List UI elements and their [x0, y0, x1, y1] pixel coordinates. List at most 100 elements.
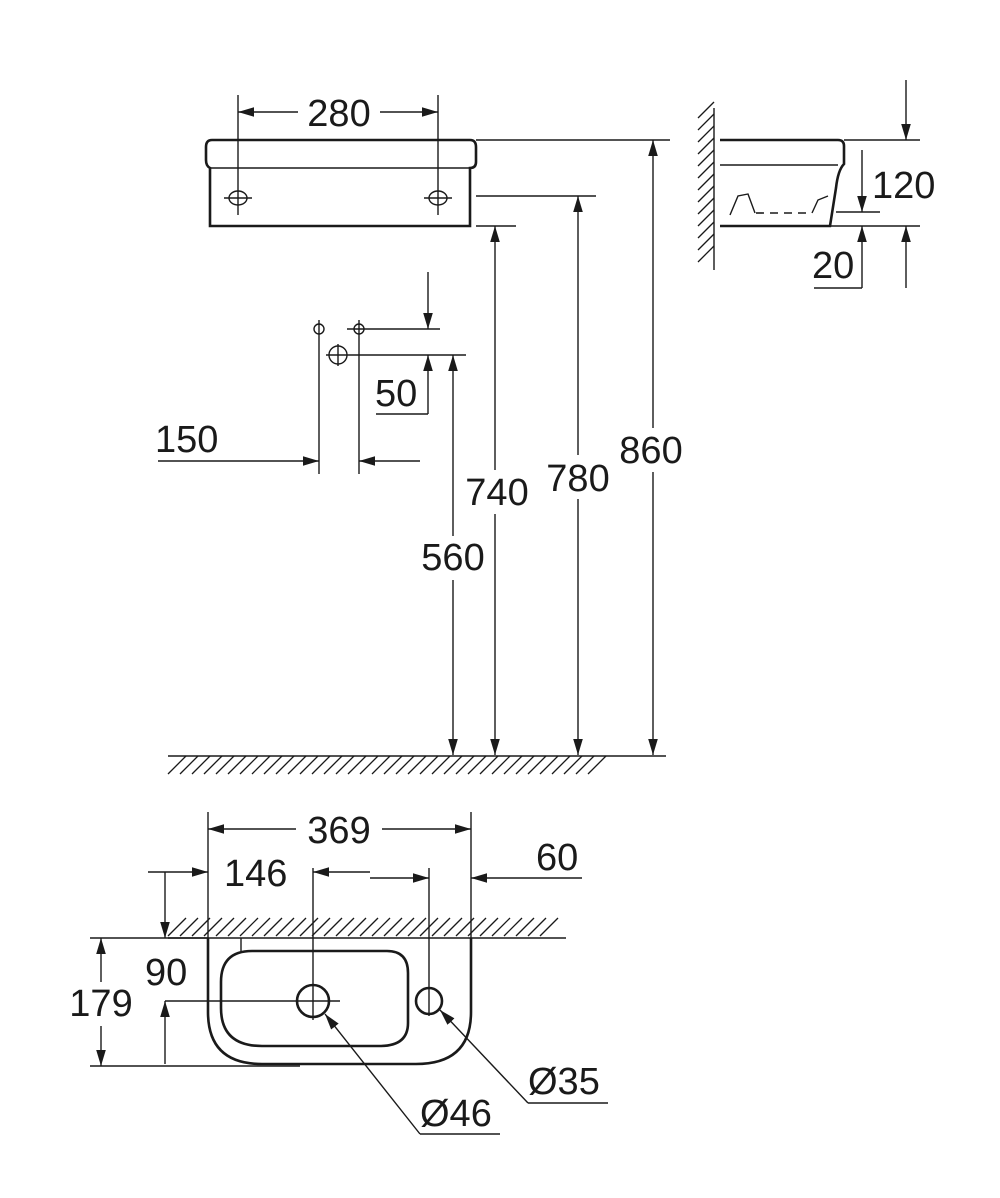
basin-plan-bowl: [219, 949, 410, 1048]
wall-hatch-stroke: [697, 125, 715, 143]
floor-hatch-stroke: [395, 755, 415, 775]
floor-hatch-stroke: [527, 755, 547, 775]
dim-35-label: Ø35: [528, 1061, 600, 1103]
plan-hatch-stroke: [215, 917, 235, 937]
plan-hatch-stroke: [179, 917, 199, 937]
dim-146-label: 146: [224, 853, 287, 895]
plan-hatch-stroke: [347, 917, 367, 937]
floor-hatch-stroke: [419, 755, 439, 775]
side-inner-right: [811, 195, 829, 214]
side-view: 120 20: [697, 80, 935, 289]
floor-hatch-stroke: [215, 755, 235, 775]
floor-hatch-stroke: [563, 755, 583, 775]
plan-hatch-stroke: [479, 917, 499, 937]
dim-560-label: 560: [421, 537, 484, 579]
dim-90-label: 90: [145, 952, 187, 994]
wall-hatch-stroke: [697, 233, 715, 251]
wall-hatch-stroke: [697, 113, 715, 131]
dim-560-bg: [416, 536, 490, 580]
plan-hatch-stroke: [203, 917, 223, 937]
side-inner-left: [729, 193, 756, 216]
tap-hole-large: [326, 344, 466, 366]
floor-hatch-stroke: [347, 755, 367, 775]
dim-179-bg: [66, 982, 138, 1026]
tap-hole-detail: 150 50: [155, 272, 466, 474]
floor-hatch-stroke: [551, 755, 571, 775]
wall-hatch-stroke: [697, 149, 715, 167]
wall-hatching: [697, 101, 715, 263]
floor-hatch-stroke: [323, 755, 343, 775]
wall-hatch-stroke: [697, 101, 715, 119]
dim-20-label: 20: [812, 245, 854, 287]
plan-wall-hatching: [167, 917, 559, 937]
floor-hatch-stroke: [443, 755, 463, 775]
floor-hatch-stroke: [587, 755, 607, 775]
plan-hatch-stroke: [491, 917, 511, 937]
plan-hatch-stroke: [407, 917, 427, 937]
floor-hatch-stroke: [191, 755, 211, 775]
plan-hatch-stroke: [383, 917, 403, 937]
plan-hatch-stroke: [515, 917, 535, 937]
floor-hatch-stroke: [371, 755, 391, 775]
tap-hole-small-left: [313, 320, 325, 338]
dim-280-label: 280: [307, 93, 370, 135]
dim-60-label: 60: [536, 837, 578, 879]
wall-hatch-stroke: [697, 209, 715, 227]
plan-hatch-stroke: [191, 917, 211, 937]
plan-hatch-stroke: [239, 917, 259, 937]
basin-front-outline: [204, 138, 478, 228]
floor-hatch-stroke: [491, 755, 511, 775]
plan-hatch-stroke: [227, 917, 247, 937]
wall-hatch-stroke: [697, 245, 715, 263]
plan-hatch-stroke: [431, 917, 451, 937]
plan-hatch-stroke: [263, 917, 283, 937]
front-view: 280: [204, 93, 478, 228]
floor-hatch-stroke: [227, 755, 247, 775]
plan-hatch-stroke: [335, 917, 355, 937]
floor-hatch-stroke: [179, 755, 199, 775]
dim-780-bg: [541, 455, 615, 499]
floor-hatch-stroke: [287, 755, 307, 775]
plan-hatch-stroke: [251, 917, 271, 937]
wall-hatch-stroke: [697, 137, 715, 155]
floor-hatch-stroke: [263, 755, 283, 775]
dim-35-leader: [439, 1009, 529, 1104]
floor-hatch-stroke: [203, 755, 223, 775]
plan-hatch-stroke: [395, 917, 415, 937]
dim-780-label: 780: [546, 458, 609, 500]
plan-hatch-stroke: [359, 917, 379, 937]
floor-hatch-stroke: [503, 755, 523, 775]
plan-hatch-stroke: [371, 917, 391, 937]
floor-hatch-stroke: [311, 755, 331, 775]
dim-50-label: 50: [375, 373, 417, 415]
dim-860-label: 860: [619, 430, 682, 472]
wall-hatch-stroke: [697, 197, 715, 215]
floor-hatch-stroke: [359, 755, 379, 775]
floor-hatch-stroke: [239, 755, 259, 775]
dim-369-label: 369: [307, 810, 370, 852]
plan-hatch-stroke: [167, 917, 187, 937]
plan-hatch-stroke: [275, 917, 295, 937]
floor-hatch-stroke: [575, 755, 595, 775]
plan-hatch-stroke: [539, 917, 559, 937]
floor-hatch-stroke: [251, 755, 271, 775]
floor-hatch-stroke: [479, 755, 499, 775]
plan-hatch-stroke: [527, 917, 547, 937]
dim-46-leader: [324, 1013, 421, 1135]
floor-hatch-stroke: [383, 755, 403, 775]
dim-740-bg: [460, 470, 534, 514]
basin-plan-outline: [206, 938, 473, 1066]
dim-150-label: 150: [155, 419, 218, 461]
basin-side-outline: [720, 138, 846, 228]
dim-740-label: 740: [465, 472, 528, 514]
floor-hatch-stroke: [467, 755, 487, 775]
dim-179-label: 179: [69, 983, 132, 1025]
plan-hatch-stroke: [311, 917, 331, 937]
plan-hatch-stroke: [287, 917, 307, 937]
floor-hatch-stroke: [515, 755, 535, 775]
plan-hatch-stroke: [323, 917, 343, 937]
plan-hatch-stroke: [299, 917, 319, 937]
floor-hatch-stroke: [167, 755, 187, 775]
plan-hatch-stroke: [443, 917, 463, 937]
